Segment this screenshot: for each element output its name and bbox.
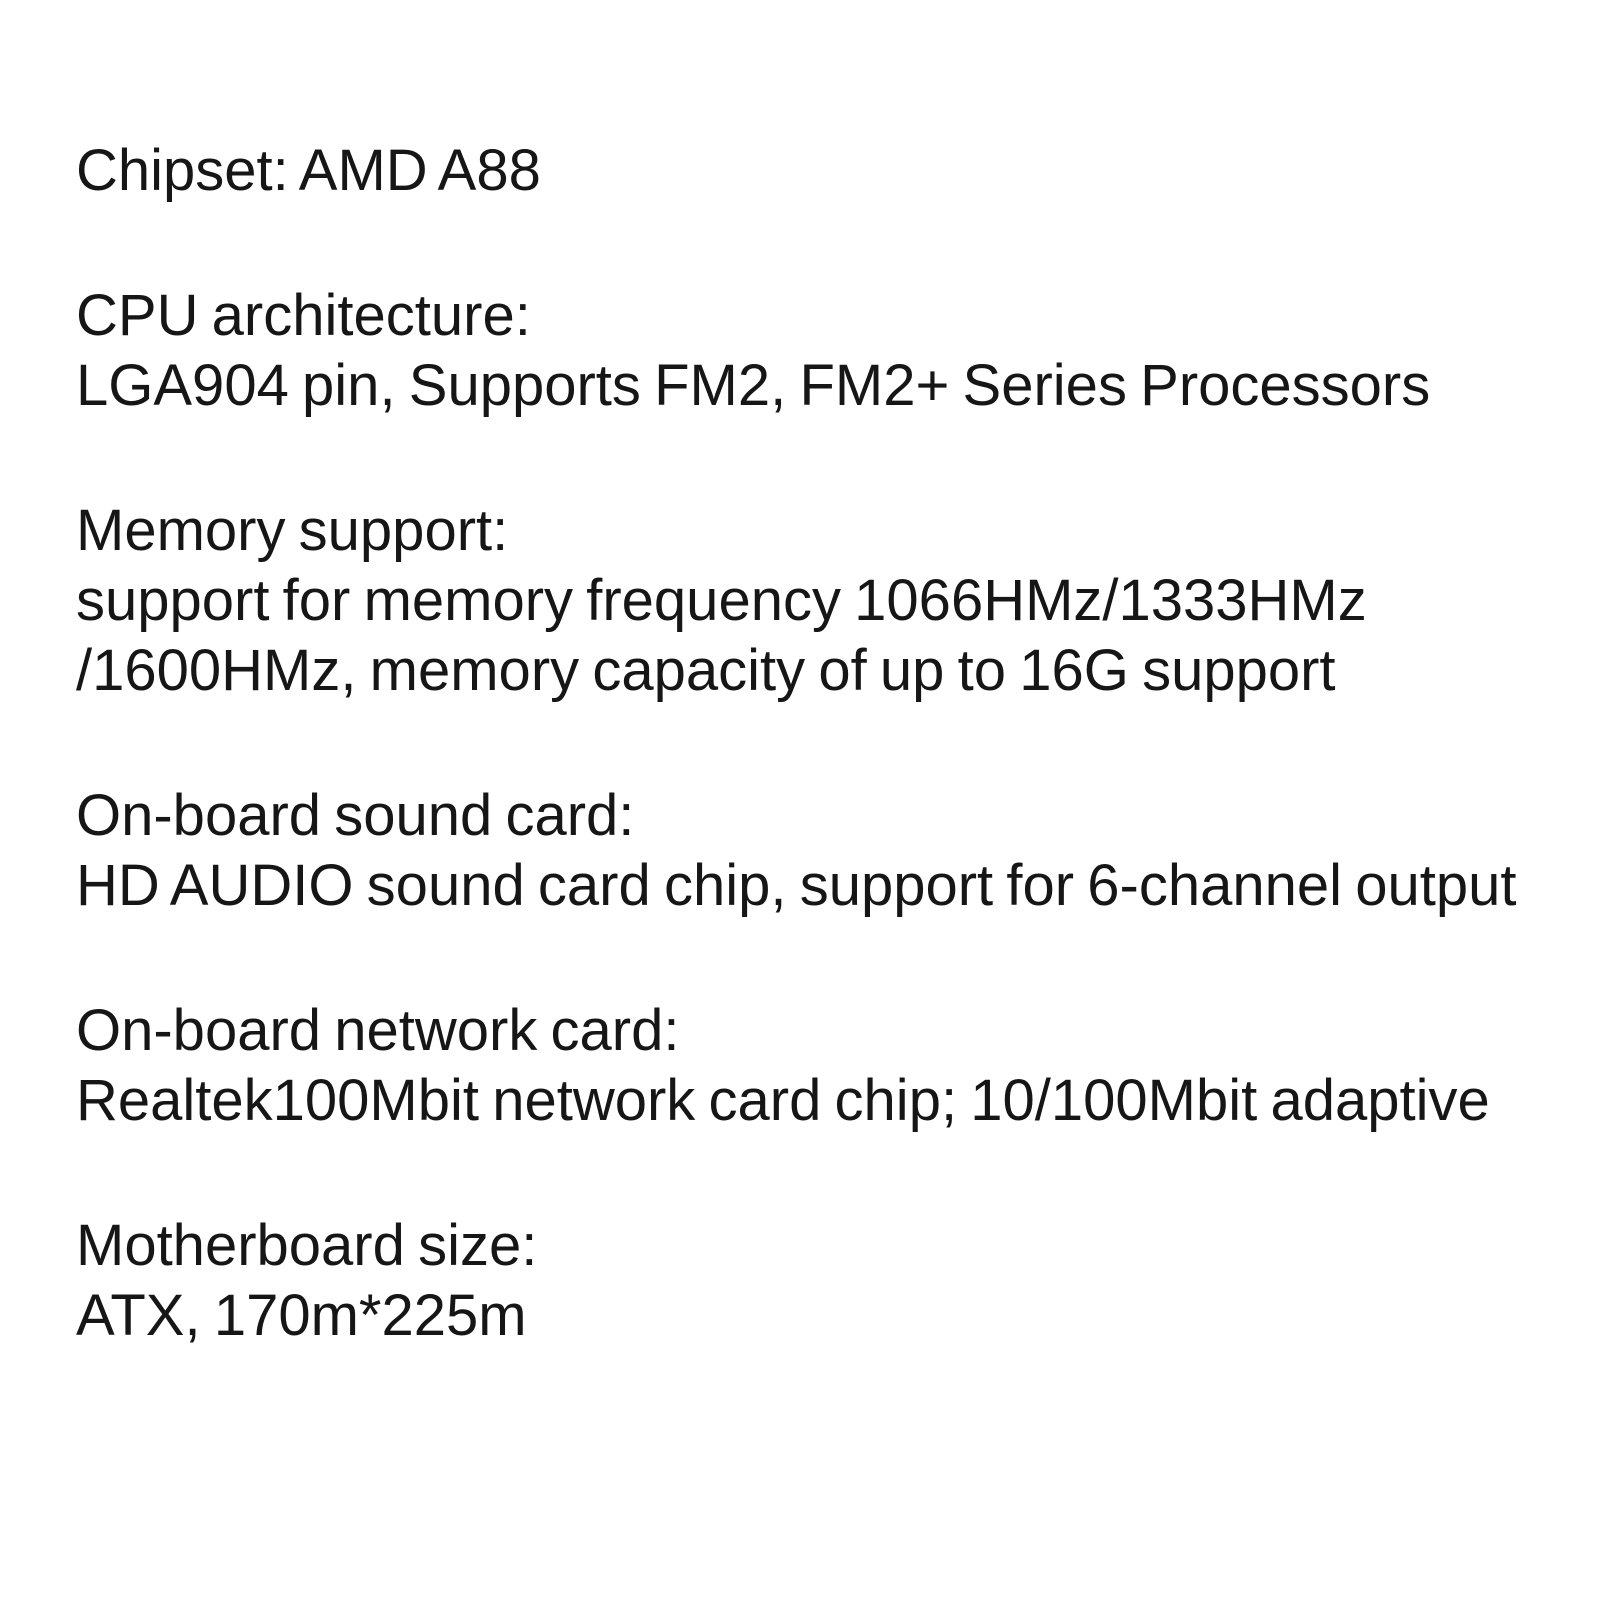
section-onboard-sound-card: On-board sound card: HD AUDIO sound card… [76,781,1561,921]
spec-line-memory-frequency: support for memory frequency 1066HMz/133… [76,568,1367,633]
spec-line-memory-capacity: /1600HMz, memory capacity of up to 16G s… [76,638,1336,703]
spec-line-motherboard-size-detail: ATX, 170m*225m [76,1283,527,1348]
section-title-motherboard-size: Motherboard size: [76,1213,538,1278]
section-cpu-architecture: CPU architecture: LGA904 pin, Supports F… [76,281,1561,421]
section-memory-support: Memory support: support for memory frequ… [76,496,1561,706]
section-chipset: Chipset: AMD A88 [76,136,1561,206]
section-title-onboard-sound-card: On-board sound card: [76,783,635,848]
section-title-onboard-network-card: On-board network card: [76,998,680,1063]
section-motherboard-size: Motherboard size: ATX, 170m*225m [76,1211,1561,1351]
section-title-memory-support: Memory support: [76,498,509,563]
spec-line-cpu-architecture-detail: LGA904 pin, Supports FM2, FM2+ Series Pr… [76,353,1431,418]
section-onboard-network-card: On-board network card: Realtek100Mbit ne… [76,996,1561,1136]
spec-line-chipset: Chipset: AMD A88 [76,138,541,203]
spec-line-sound-card-detail: HD AUDIO sound card chip, support for 6-… [76,853,1517,918]
section-title-cpu-architecture: CPU architecture: [76,283,531,348]
spec-line-network-card-detail: Realtek100Mbit network card chip; 10/100… [76,1068,1490,1133]
